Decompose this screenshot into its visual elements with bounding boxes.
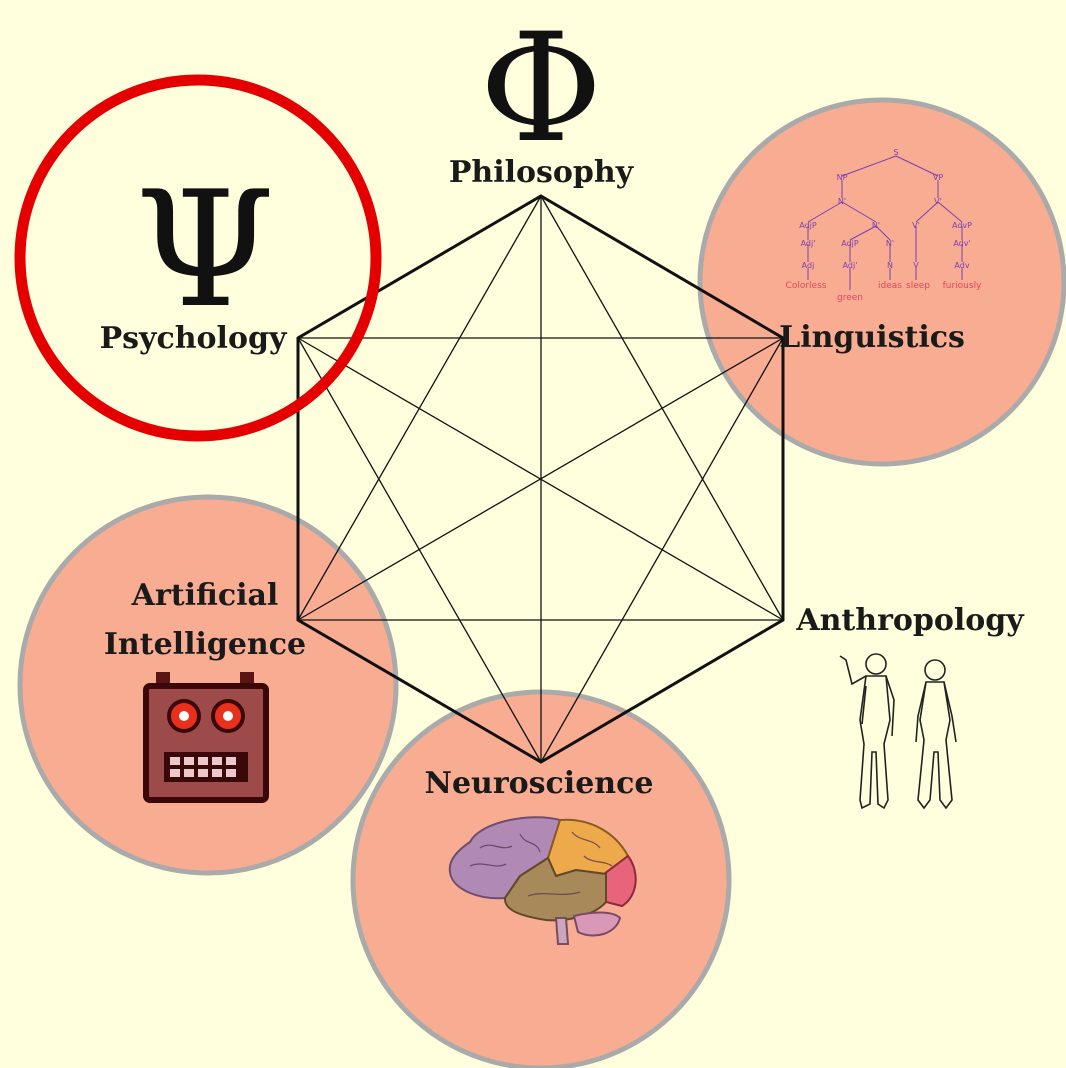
robot-face-icon — [146, 672, 266, 800]
svg-text:Adv: Adv — [954, 261, 969, 270]
svg-text:N: N — [887, 261, 893, 270]
svg-text:V: V — [913, 261, 919, 270]
tree-word: sleep — [906, 281, 930, 291]
ai-label-line2: Intelligence — [104, 627, 306, 662]
tree-word: ideas — [878, 281, 902, 291]
svg-text:NP: NP — [837, 173, 848, 182]
svg-text:AdjP: AdjP — [799, 221, 817, 230]
philosophy-label: Philosophy — [449, 155, 635, 190]
svg-text:N': N' — [872, 221, 880, 230]
anthropology-label: Anthropology — [795, 603, 1025, 638]
tree-word: Colorless — [786, 281, 827, 291]
svg-text:VP: VP — [933, 173, 943, 182]
psi-icon: Ψ — [135, 156, 275, 343]
psychology-label: Psychology — [100, 321, 288, 356]
linguistics-label: Linguistics — [779, 320, 965, 355]
tree-word: furiously — [943, 281, 982, 291]
svg-text:AdvP: AdvP — [952, 221, 972, 230]
svg-text:Adj: Adj — [802, 261, 815, 270]
svg-text:AdjP: AdjP — [841, 239, 859, 248]
ai-label-line1: Artificial — [131, 578, 279, 613]
svg-text:Adv': Adv' — [953, 239, 970, 248]
svg-text:S: S — [893, 148, 898, 157]
svg-text:V': V' — [912, 221, 920, 230]
phi-icon: Φ — [480, 2, 603, 176]
svg-text:Adj': Adj' — [843, 261, 858, 270]
svg-text:Adj': Adj' — [801, 239, 816, 248]
svg-text:N': N' — [838, 197, 846, 206]
svg-text:V': V' — [934, 197, 942, 206]
svg-text:N': N' — [886, 239, 894, 248]
human-figures-icon — [840, 654, 956, 808]
neuroscience-label: Neuroscience — [425, 766, 654, 801]
tree-word: green — [837, 293, 863, 303]
